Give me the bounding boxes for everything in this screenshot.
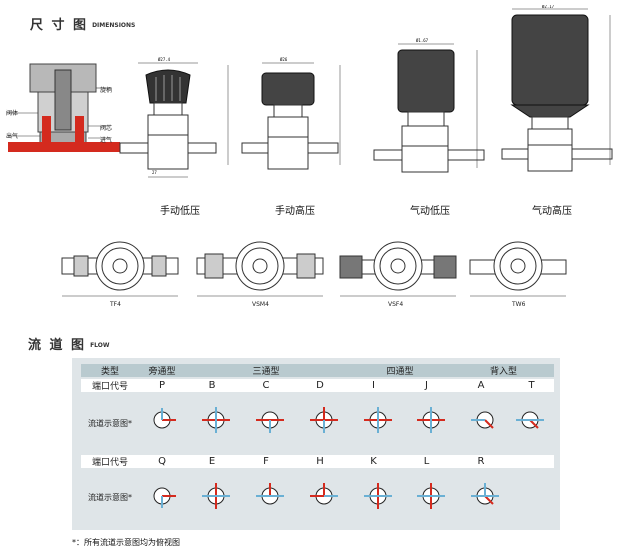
flow-header-row: 类型 旁通型 三通型 四通型 背入型 — [81, 364, 554, 377]
header-three-way: 三通型 — [252, 367, 280, 377]
code-L: L — [423, 456, 430, 467]
code-Q: Q — [158, 456, 166, 467]
code-P: P — [158, 380, 166, 391]
flow-K-icon — [364, 483, 392, 509]
flow-D-icon — [310, 407, 338, 433]
flow-R-icon — [471, 483, 499, 505]
code-H: H — [316, 456, 324, 467]
manual-high-pressure-drawing: Ø26 — [241, 57, 341, 170]
caption-pneumatic-low: 气动低压 — [410, 206, 450, 217]
flow-T-icon — [516, 411, 544, 429]
cutaway-label-core: 阀芯 — [100, 125, 113, 132]
svg-text:Ø26: Ø26 — [280, 57, 288, 62]
svg-text:Ø2.17: Ø2.17 — [542, 5, 555, 9]
conn-label-vsm4: VSM4 — [252, 301, 269, 308]
conn-label-vsf4: VSF4 — [388, 301, 404, 308]
code-I: I — [372, 380, 375, 391]
topview-vsm4 — [196, 241, 324, 297]
port-code-row-1: 端口代号 P B C D I J A T — [81, 379, 554, 392]
manual-low-pressure-drawing: 27 Ø27.4 — [119, 57, 229, 178]
code-K: K — [370, 456, 377, 467]
caption-manual-high: 手动高压 — [275, 206, 315, 217]
code-F: F — [263, 456, 269, 467]
flow-diagram-label-2: 流道示意图* — [88, 493, 132, 502]
svg-text:27: 27 — [152, 170, 157, 175]
caption-pneumatic-high: 气动高压 — [532, 206, 572, 217]
code-A: A — [477, 380, 485, 391]
code-D: D — [316, 380, 324, 391]
flow-L-icon — [417, 483, 445, 509]
flow-B-icon — [202, 407, 230, 433]
flow-J-icon — [417, 407, 445, 433]
port-code-label-2: 端口代号 — [91, 458, 128, 468]
port-code-row-2: 端口代号 Q E F H K L R — [81, 455, 554, 468]
flow-E-icon — [202, 483, 230, 509]
header-type: 类型 — [100, 367, 119, 377]
code-J: J — [425, 380, 428, 391]
header-back-in: 背入型 — [489, 367, 517, 377]
code-E: E — [208, 456, 216, 467]
flow-I-icon — [364, 407, 392, 433]
flow-H-icon — [310, 483, 338, 505]
flow-A-icon — [471, 411, 494, 429]
cutaway-label-inlet: 进气 — [100, 137, 113, 144]
svg-text:Ø27.4: Ø27.4 — [158, 57, 171, 62]
pneumatic-high-pressure-drawing: Ø2.17 — [501, 5, 613, 172]
flow-F-icon — [256, 483, 284, 505]
header-four-way: 四通型 — [386, 367, 414, 377]
code-C: C — [262, 380, 270, 391]
conn-label-tf4: TF4 — [110, 301, 121, 308]
cutaway-label-body: 阀体 — [6, 110, 19, 117]
cutaway-label-handle: 旋柄 — [100, 87, 113, 94]
topview-tw6 — [469, 241, 567, 297]
port-code-label: 端口代号 — [91, 382, 128, 392]
valve-cutaway-figure — [8, 63, 120, 152]
flow-table: 类型 旁通型 三通型 四通型 背入型 端口代号 P B C D I J A T … — [72, 358, 560, 530]
cutaway-label-outlet: 出气 — [6, 133, 19, 140]
flow-footnote: *：所有流道示意图均为俯视图 — [72, 538, 180, 547]
flow-C-icon — [256, 411, 284, 433]
flow-P-icon — [153, 408, 176, 429]
flow-diagram-label-1: 流道示意图* — [88, 419, 132, 428]
pneumatic-low-pressure-drawing: Ø1.67 — [373, 38, 485, 173]
code-B: B — [208, 380, 216, 391]
header-bypass: 旁通型 — [148, 367, 176, 377]
flow-diagrams — [153, 407, 544, 509]
conn-label-tw6: TW6 — [512, 301, 526, 308]
topview-tf4 — [61, 241, 179, 297]
flow-Q-icon — [153, 487, 176, 508]
code-R: R — [477, 456, 485, 467]
code-T: T — [528, 380, 535, 391]
topview-vsf4 — [339, 241, 457, 297]
caption-manual-low: 手动低压 — [160, 206, 200, 217]
svg-text:Ø1.67: Ø1.67 — [416, 38, 429, 43]
